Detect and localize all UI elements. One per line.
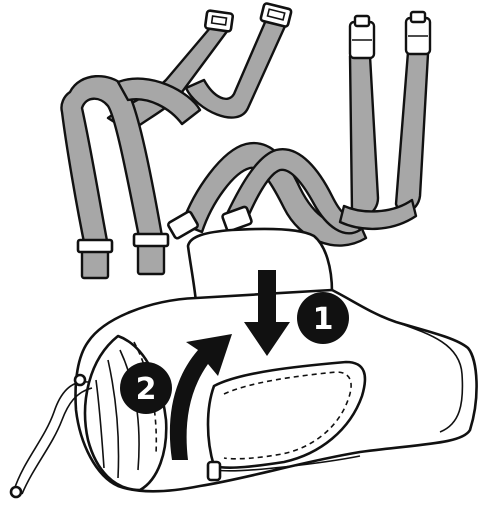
step-2-number: 2 [136, 372, 157, 407]
buckle-icon [404, 10, 432, 56]
step-1-arrow [244, 270, 290, 356]
ladder-lock-icon [76, 238, 114, 254]
ring-icon [221, 205, 253, 233]
cord-end-icon [9, 485, 23, 499]
left-shoulder-strap [60, 2, 293, 280]
step-1-badge: 1 [297, 292, 349, 344]
cord-lock-icon [73, 373, 87, 387]
zipper-pull-icon [206, 460, 222, 482]
step-2-arrow [169, 334, 232, 460]
step-1-circle [297, 292, 349, 344]
step-2-circle [120, 362, 172, 414]
slider-buckle-icon [203, 9, 235, 33]
step-2-badge: 2 [120, 362, 172, 414]
ring-icon [167, 210, 199, 240]
step-1-number: 1 [313, 302, 334, 337]
buckle-icon [348, 14, 376, 60]
ladder-lock-icon [132, 232, 170, 248]
right-hip-strap [167, 10, 432, 247]
